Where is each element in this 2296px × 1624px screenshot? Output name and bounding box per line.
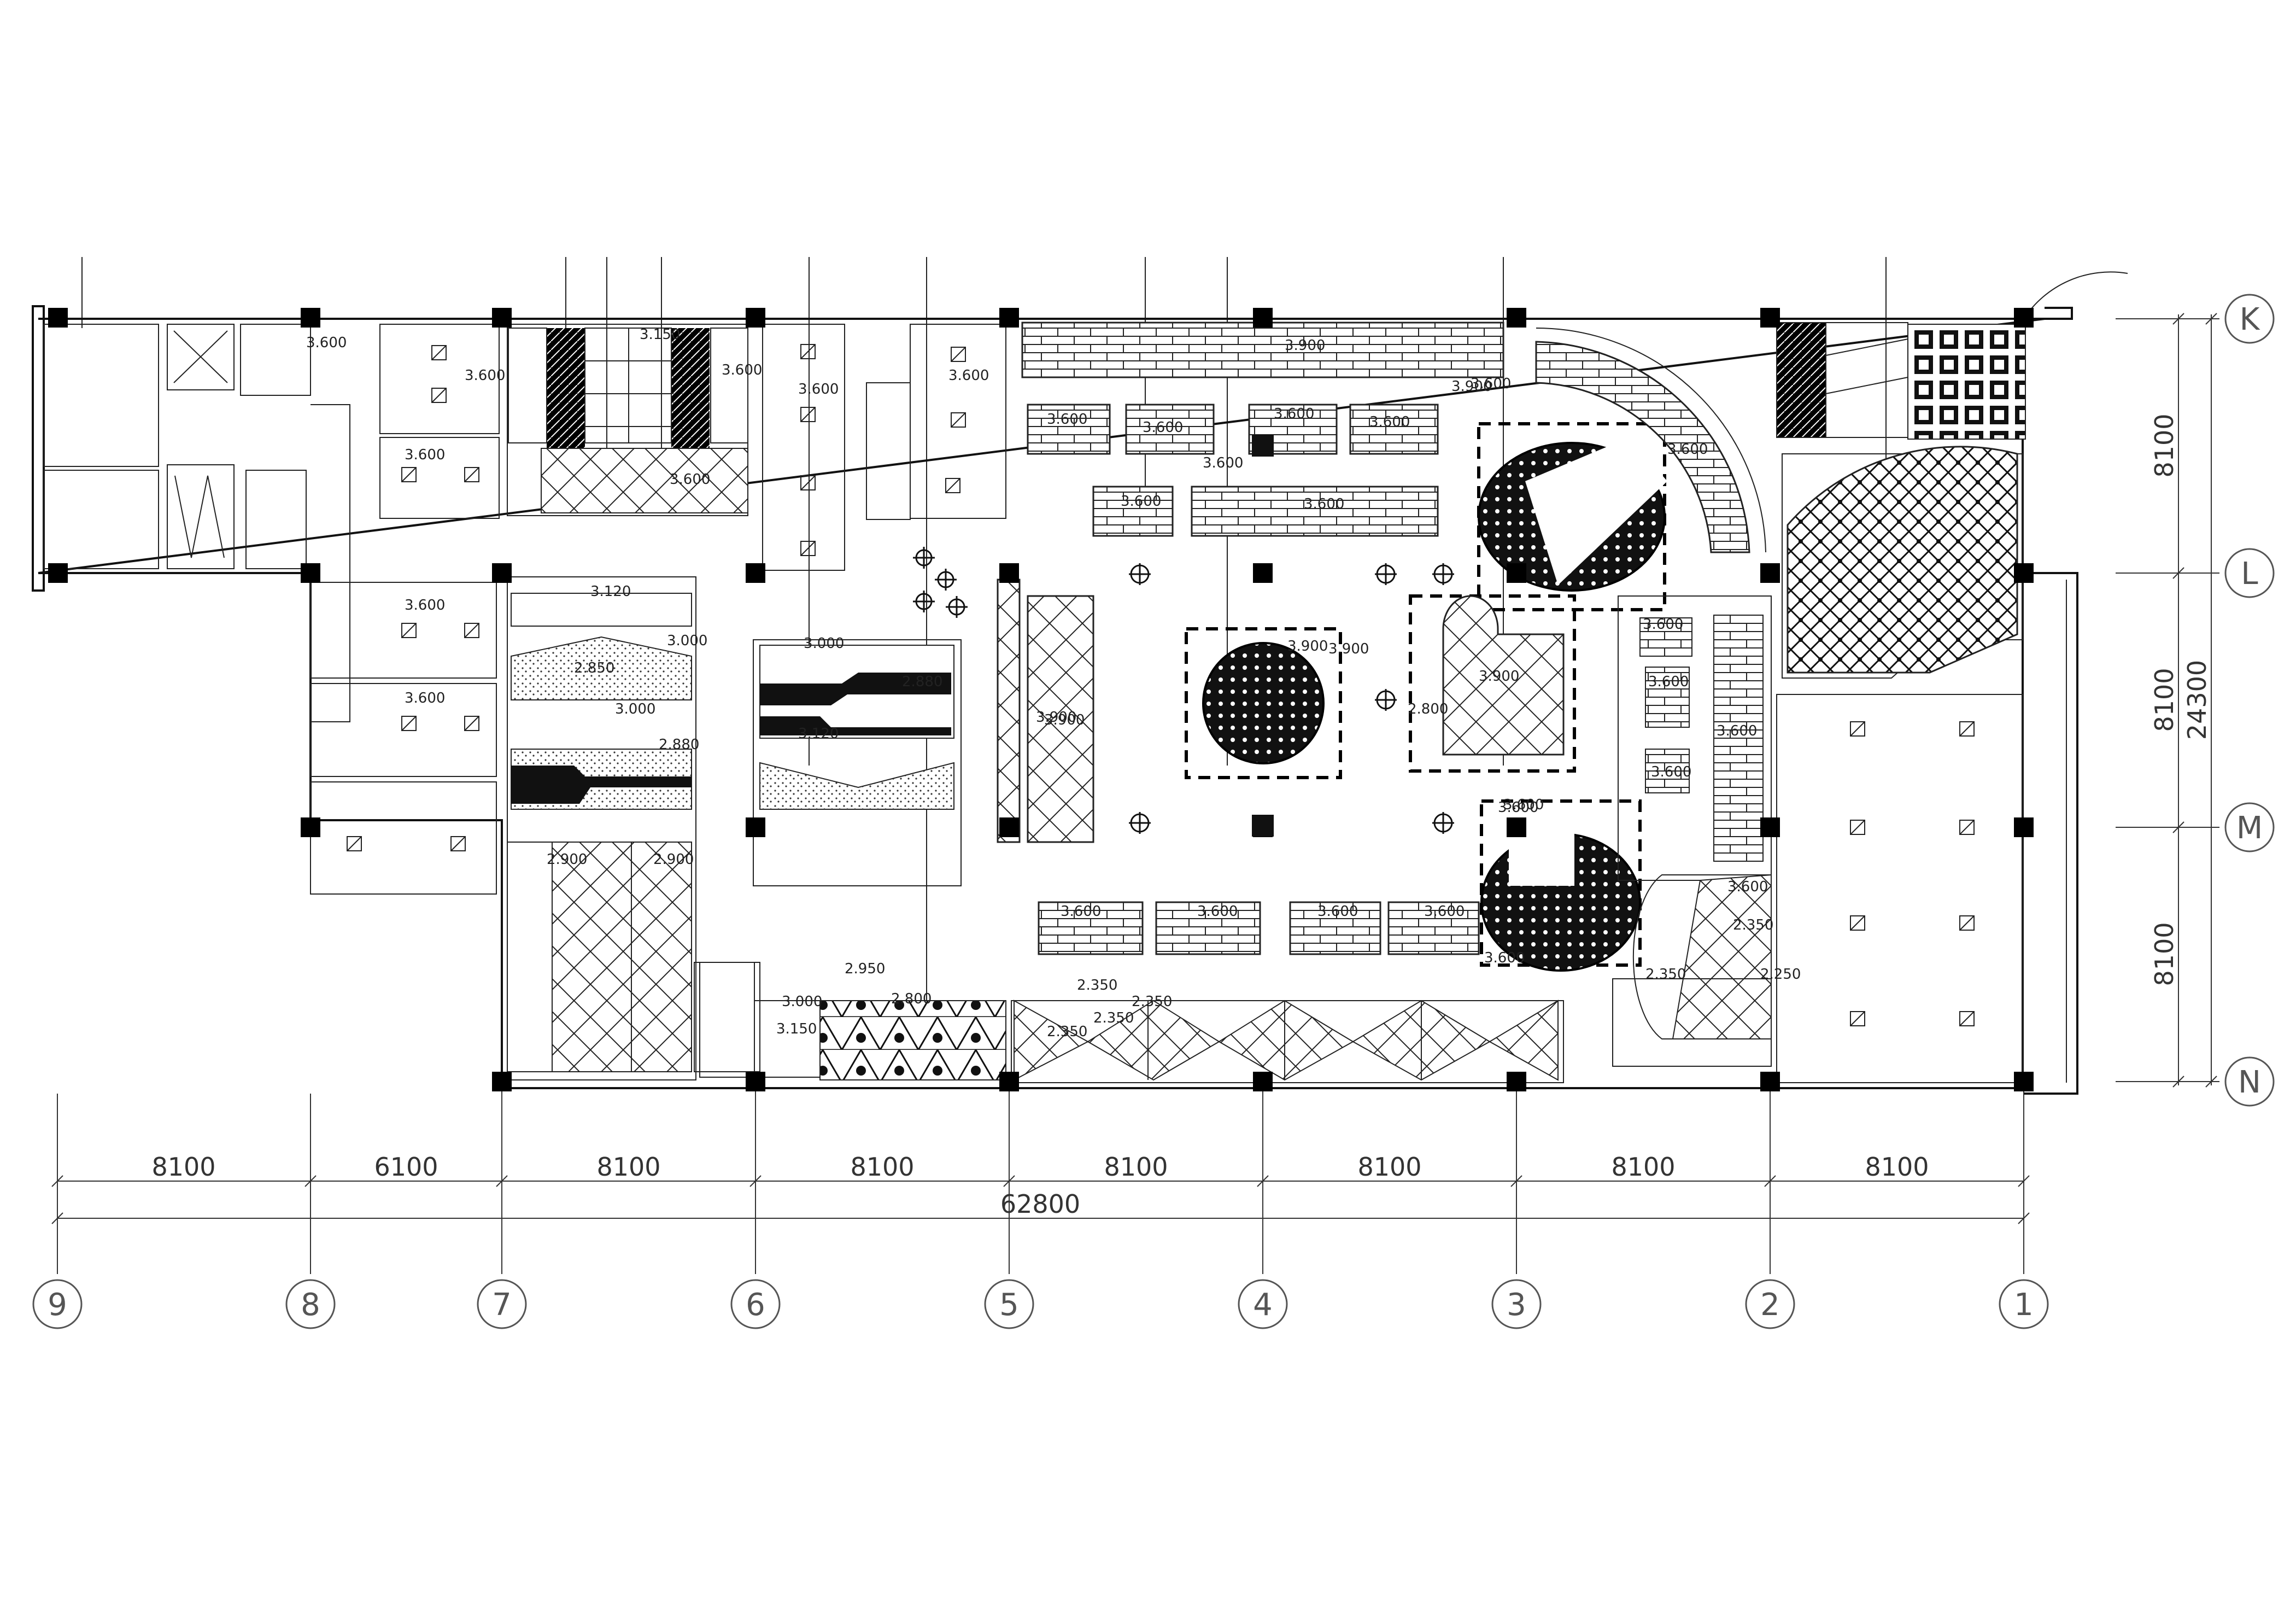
light-fixtures	[347, 344, 1975, 1026]
axis-label-4: 4	[1253, 1287, 1273, 1323]
axis-label-3: 3	[1507, 1287, 1526, 1323]
bay-dimension: 8100	[1865, 1152, 1929, 1182]
axis-label-9: 9	[48, 1287, 67, 1323]
bay-dimension: 8100	[596, 1152, 660, 1182]
level-label: 2.800	[1408, 701, 1448, 717]
level-label: 2.350	[1733, 917, 1773, 933]
row-dimension: 8100	[2149, 922, 2179, 986]
level-label: 3.600	[1471, 376, 1511, 392]
ceiling-level-labels: 3.600 3.600 3.600 3.600 3.600 3.600 3.15…	[306, 326, 1801, 1040]
level-label: 3.900	[1287, 638, 1328, 655]
level-label: 3.600	[1061, 903, 1101, 920]
level-label: 3.000	[667, 633, 707, 649]
level-label: 3.600	[465, 367, 505, 384]
level-label: 3.600	[670, 471, 710, 488]
level-label: 2.900	[547, 851, 587, 868]
axis-label-k: K	[2240, 302, 2260, 337]
level-label: 3.600	[948, 367, 989, 384]
level-label: 3.900	[1328, 641, 1369, 657]
bottom-strip	[1011, 1000, 1564, 1083]
level-label: 2.800	[891, 991, 932, 1007]
level-label: 3.600	[306, 335, 347, 351]
level-label: 2.350	[1132, 994, 1172, 1010]
bay-dimension: 8100	[151, 1152, 215, 1182]
level-label: 3.600	[1369, 414, 1410, 430]
left-rooms	[43, 324, 500, 895]
axis-label-n: N	[2238, 1065, 2261, 1100]
horizontal-dimensions: 8100 6100 8100 8100 8100 8100 8100 8100 …	[51, 1152, 2030, 1224]
level-label: 3.600	[1727, 879, 1768, 895]
row-dimension: 8100	[2149, 413, 2179, 477]
level-label: 2.900	[653, 851, 694, 868]
level-label: 3.150	[640, 326, 680, 343]
bay-dimension: 8100	[850, 1152, 914, 1182]
level-label: 3.600	[1484, 950, 1525, 966]
axis-label-7: 7	[492, 1287, 512, 1323]
bay-dimension: 8100	[1104, 1152, 1168, 1182]
rooms-6-5	[694, 324, 1006, 1080]
level-label: 3.120	[590, 583, 631, 600]
axis-label-5: 5	[999, 1287, 1019, 1323]
level-label: 3.600	[1047, 411, 1087, 428]
axis-bubbles: 9 8 7 6 5 4 3 2 1 K L M N	[32, 294, 2275, 1329]
level-label: 3.600	[1503, 797, 1544, 813]
level-label: 3.600	[1304, 496, 1344, 512]
level-label: 3.600	[405, 690, 445, 706]
level-label: 3.600	[1203, 455, 1243, 471]
axis-label-1: 1	[2014, 1287, 2034, 1323]
axis-label-2: 2	[1760, 1287, 1780, 1323]
total-dimension: 24300	[2182, 660, 2212, 740]
level-label: 2.350	[1047, 1024, 1087, 1040]
level-label: 3.600	[405, 447, 445, 463]
level-label: 3.600	[1121, 493, 1161, 510]
level-label: 3.600	[405, 597, 445, 614]
level-label: 3.600	[1667, 441, 1708, 458]
axis-label-m: M	[2236, 810, 2263, 846]
level-label: 3.600	[1197, 903, 1238, 920]
axis-label-6: 6	[746, 1287, 765, 1323]
level-label: 3.600	[798, 381, 839, 398]
level-label: 3.900	[1044, 712, 1085, 728]
level-label: 2.880	[902, 674, 942, 690]
level-label: 3.600	[1274, 406, 1314, 422]
axis-label-8: 8	[301, 1287, 320, 1323]
level-label: 3.900	[1036, 709, 1076, 726]
bay-dimension: 6100	[374, 1152, 438, 1182]
level-label: 3.600	[1424, 903, 1465, 920]
level-label: 3.000	[615, 701, 655, 717]
bay-dimension: 8100	[1611, 1152, 1675, 1182]
level-label: 3.600	[1648, 674, 1689, 690]
rooms-7-6	[507, 324, 755, 1080]
level-label: 2.350	[1077, 977, 1117, 994]
level-label: 3.600	[722, 362, 762, 378]
level-label: 3.900	[1451, 378, 1492, 395]
central-hall	[997, 322, 1766, 972]
level-label: 3.150	[776, 1021, 817, 1037]
total-dimension: 62800	[1000, 1189, 1080, 1219]
level-label: 3.000	[782, 994, 822, 1010]
level-label: 3.900	[1285, 337, 1325, 354]
level-label: 3.600	[1143, 419, 1183, 436]
row-dimension: 8100	[2149, 668, 2179, 732]
level-label: 2.950	[845, 961, 885, 977]
axis-label-l: L	[2241, 556, 2258, 592]
level-label: 2.250	[1760, 966, 1801, 983]
right-wing	[1612, 322, 2026, 1083]
level-label: 3.600	[1317, 903, 1358, 920]
bay-dimension: 8100	[1357, 1152, 1421, 1182]
level-label: 3.000	[804, 635, 844, 652]
vertical-dimensions: 8100 8100 8100 24300	[2149, 313, 2217, 1088]
level-label: 3.600	[1498, 799, 1538, 816]
level-label: 2.350	[1645, 966, 1686, 983]
level-label: 3.600	[1643, 616, 1683, 633]
structural-columns	[48, 308, 2034, 1091]
level-label: 2.850	[574, 660, 614, 676]
level-label: 3.600	[1717, 723, 1757, 739]
level-label: 2.880	[659, 737, 699, 753]
level-label: 3.900	[1479, 668, 1519, 685]
level-label: 3.600	[1651, 764, 1691, 780]
level-label: 3.120	[798, 726, 839, 742]
level-label: 2.350	[1093, 1010, 1134, 1026]
